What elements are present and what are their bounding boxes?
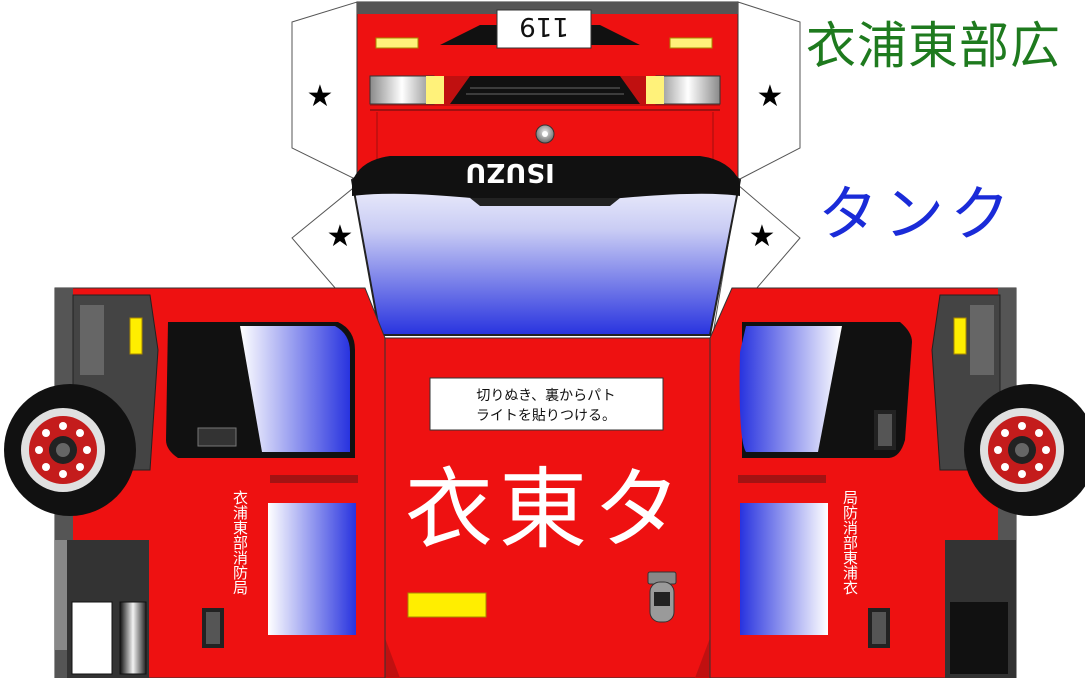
wheel-right-icon bbox=[964, 384, 1085, 516]
page-title-blue: タンク bbox=[818, 180, 1016, 250]
star-icon: ★ bbox=[749, 219, 776, 254]
hood-note-line1: 切りぬき、裏からパト bbox=[476, 387, 615, 404]
star-icon: ★ bbox=[757, 79, 784, 114]
wheel-left-icon bbox=[4, 384, 136, 516]
page-title-green: 衣浦東部広 bbox=[806, 17, 1061, 75]
plate-number: 119 bbox=[519, 11, 569, 41]
windshield: ISUZU hirokato bbox=[121, 156, 742, 336]
emblem-icon bbox=[535, 124, 555, 144]
right-door-text: 局防消部東浦衣 bbox=[841, 490, 859, 595]
hood-big-text: 衣東タ bbox=[405, 458, 687, 561]
siren-icon bbox=[647, 571, 677, 623]
star-icon: ★ bbox=[307, 79, 334, 114]
cab-right-side: 局防消部東浦衣 bbox=[709, 287, 1017, 679]
signature: hirokato bbox=[121, 164, 166, 177]
star-icon: ★ bbox=[327, 219, 354, 254]
brand-logo: ISUZU bbox=[465, 157, 554, 187]
left-door-text: 衣浦東部消防局 bbox=[231, 490, 249, 596]
hood-note-line2: ライトを貼りつける。 bbox=[476, 408, 616, 424]
license-plate: 119 bbox=[496, 9, 592, 49]
hood-panel: 切りぬき、裏からパト ライトを貼りつける。 衣東タ bbox=[384, 337, 711, 679]
